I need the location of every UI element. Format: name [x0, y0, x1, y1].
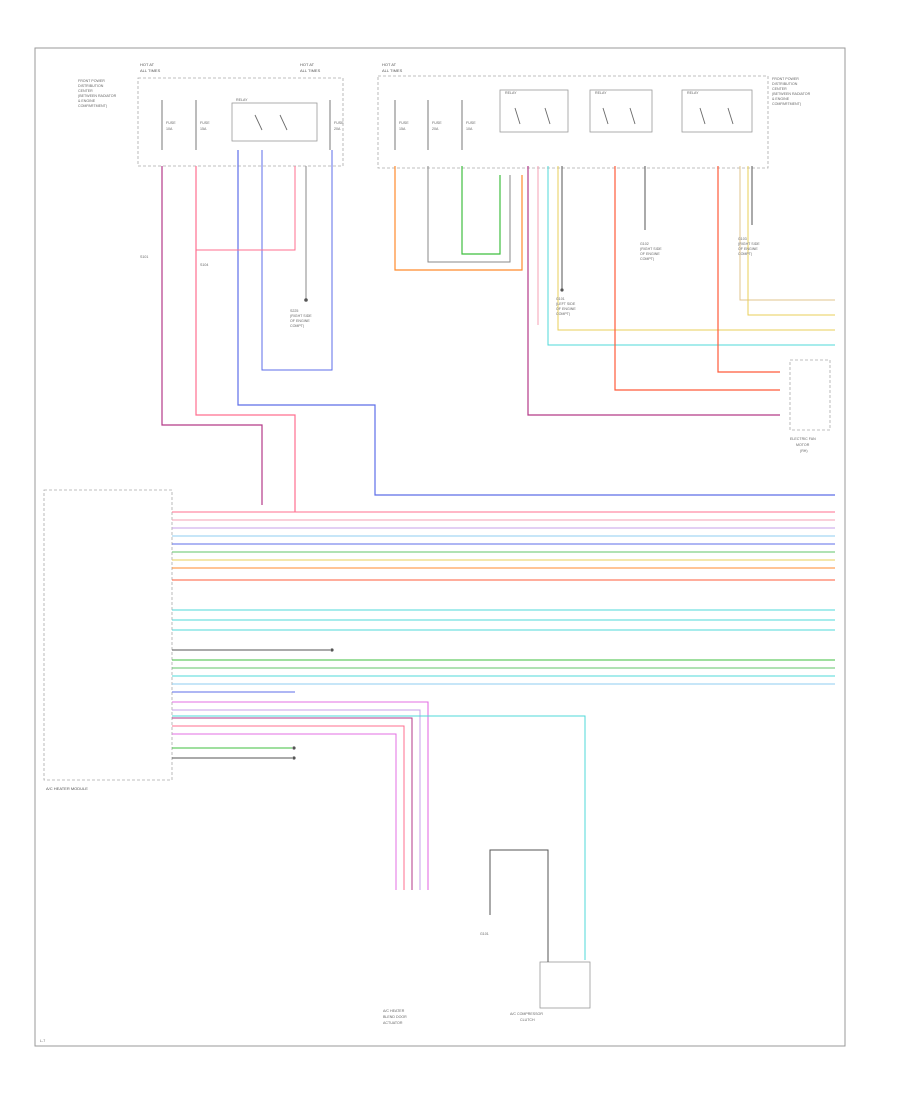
svg-text:DISTRIBUTION: DISTRIBUTION	[772, 82, 798, 86]
svg-text:15A: 15A	[399, 127, 406, 131]
svg-text:HOT AT: HOT AT	[300, 62, 315, 67]
svg-text:10A: 10A	[466, 127, 473, 131]
wire-violet	[527, 166, 780, 416]
svg-text:S225: S225	[290, 309, 298, 313]
svg-text:COMPARTMENT): COMPARTMENT)	[772, 102, 801, 106]
svg-text:10A: 10A	[166, 127, 173, 131]
svg-text:RELAY: RELAY	[505, 91, 517, 95]
svg-text:FUSE: FUSE	[399, 121, 409, 125]
svg-text:OF ENGINE: OF ENGINE	[290, 319, 310, 323]
svg-text:OF ENGINE: OF ENGINE	[640, 252, 660, 256]
hvac-control-module: A/C HEATER MODULE	[43, 489, 173, 791]
wire-pink-link	[196, 166, 296, 251]
svg-text:G101: G101	[480, 932, 489, 936]
diagram-footer-code: L-7	[40, 1039, 45, 1043]
svg-text:FUSE: FUSE	[432, 121, 442, 125]
svg-text:COMPT): COMPT)	[290, 324, 304, 328]
svg-text:RELAY: RELAY	[595, 91, 607, 95]
wire-group-top-left: S225 (RIGHT SIDE OF ENGINE COMPT) S101 S…	[140, 150, 835, 512]
svg-text:ALL TIMES: ALL TIMES	[140, 68, 161, 73]
diagram-frame	[34, 47, 846, 1047]
blend-door-actuator: A/C HEATER BLEND DOOR ACTUATOR	[383, 1009, 407, 1025]
fuse-box-right: HOT AT ALL TIMES FUSE 15A FUSE 20A FUSE …	[377, 62, 811, 169]
svg-text:OF ENGINE: OF ENGINE	[738, 247, 758, 251]
svg-text:FRONT POWER: FRONT POWER	[772, 77, 799, 81]
svg-text:20A: 20A	[334, 127, 341, 131]
wire-pink	[195, 166, 296, 512]
svg-text:RELAY: RELAY	[236, 98, 248, 102]
wire-yellow	[557, 166, 835, 331]
svg-text:(RIGHT SIDE: (RIGHT SIDE	[640, 247, 662, 251]
wire-yellow-right	[747, 166, 835, 316]
svg-text:DISTRIBUTION: DISTRIBUTION	[78, 84, 104, 88]
svg-text:ACTUATOR: ACTUATOR	[383, 1021, 403, 1025]
wire-orange	[394, 166, 523, 271]
svg-text:COMPT): COMPT)	[556, 312, 570, 316]
wire-blue	[237, 150, 835, 496]
wire-green	[461, 166, 501, 255]
svg-text:RELAY: RELAY	[687, 91, 699, 95]
wire-red-right	[717, 166, 780, 373]
svg-text:FUSE: FUSE	[200, 121, 210, 125]
svg-text:FUSE: FUSE	[466, 121, 476, 125]
wire-black-loop	[261, 150, 333, 371]
svg-text:MOTOR: MOTOR	[796, 443, 810, 447]
svg-text:COMPT): COMPT)	[640, 257, 654, 261]
svg-text:(LEFT SIDE: (LEFT SIDE	[556, 302, 576, 306]
svg-text:20A: 20A	[432, 127, 439, 131]
fuse-box-left: HOT AT ALL TIMES HOT AT ALL TIMES FRONT …	[78, 62, 344, 167]
wire-cyan-top	[547, 166, 835, 346]
svg-text:A/C COMPRESSOR: A/C COMPRESSOR	[510, 1012, 543, 1016]
svg-text:HOT AT: HOT AT	[382, 62, 397, 67]
svg-text:CLUTCH: CLUTCH	[520, 1018, 535, 1022]
svg-text:CENTER: CENTER	[78, 89, 93, 93]
svg-text:& ENGINE: & ENGINE	[78, 99, 96, 103]
svg-text:ELECTRIC FAN: ELECTRIC FAN	[790, 437, 816, 441]
svg-text:& ENGINE: & ENGINE	[772, 97, 790, 101]
svg-text:COMPARTMENT): COMPARTMENT)	[78, 104, 107, 108]
svg-text:BLEND DOOR: BLEND DOOR	[383, 1015, 407, 1019]
svg-text:S101: S101	[140, 255, 148, 259]
svg-text:15A: 15A	[200, 127, 207, 131]
svg-text:G103: G103	[738, 237, 747, 241]
svg-text:COMPT): COMPT)	[738, 252, 752, 256]
svg-text:G102: G102	[640, 242, 649, 246]
svg-text:(RIGHT SIDE: (RIGHT SIDE	[290, 314, 312, 318]
svg-text:FUSE: FUSE	[166, 121, 176, 125]
svg-text:FRONT POWER: FRONT POWER	[78, 79, 105, 83]
svg-text:FUSE: FUSE	[334, 121, 344, 125]
svg-text:(RIGHT SIDE: (RIGHT SIDE	[738, 242, 760, 246]
svg-text:(BETWEEN RADIATOR: (BETWEEN RADIATOR	[772, 92, 811, 96]
ac-compressor-clutch: G101 A/C COMPRESSOR CLUTCH	[480, 849, 591, 1022]
svg-text:G101: G101	[556, 297, 565, 301]
svg-text:(BETWEEN RADIATOR: (BETWEEN RADIATOR	[78, 94, 117, 98]
wire-red-orange	[161, 166, 263, 505]
svg-text:OF ENGINE: OF ENGINE	[556, 307, 576, 311]
svg-text:S104: S104	[200, 263, 208, 267]
svg-text:(RH): (RH)	[800, 449, 808, 453]
wire-red-mid	[614, 166, 780, 391]
wire-tan	[739, 166, 835, 301]
svg-text:CENTER: CENTER	[772, 87, 787, 91]
svg-text:A/C HEATER: A/C HEATER	[383, 1009, 405, 1013]
svg-text:A/C HEATER MODULE: A/C HEATER MODULE	[46, 786, 88, 791]
wire-group-top-right: G101 (LEFT SIDE OF ENGINE COMPT) G102 (R…	[394, 166, 835, 453]
wire-bus	[172, 511, 835, 960]
wire-gray	[427, 166, 511, 263]
ground-point	[304, 298, 308, 302]
svg-text:HOT AT: HOT AT	[140, 62, 155, 67]
svg-text:ALL TIMES: ALL TIMES	[382, 68, 403, 73]
svg-text:ALL TIMES: ALL TIMES	[300, 68, 321, 73]
